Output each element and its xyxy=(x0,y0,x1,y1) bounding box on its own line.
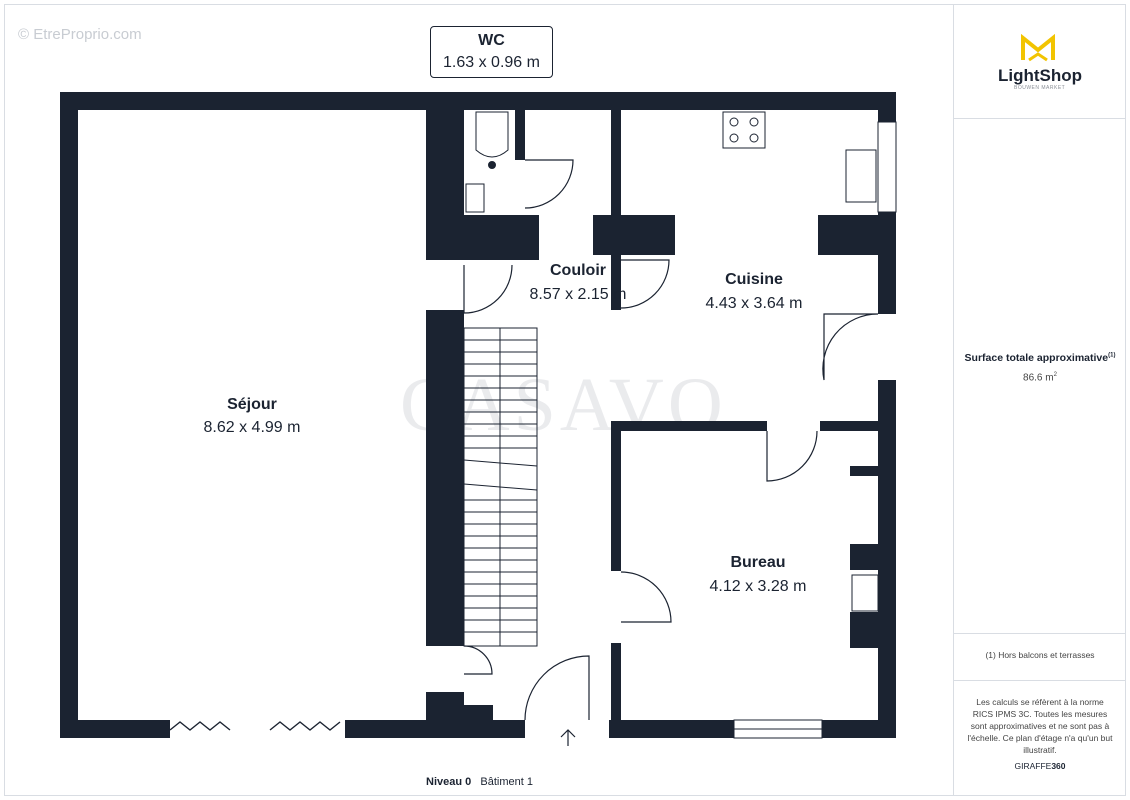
total-area-label: Surface totale approximative(1) xyxy=(958,352,1122,364)
footnote-mark: (1) xyxy=(1108,352,1116,359)
rics-disclaimer: Les calculs se réfèrent à la norme RICS … xyxy=(967,697,1113,755)
folding-doors xyxy=(169,721,341,731)
wc-label-box xyxy=(430,26,553,78)
doors xyxy=(463,159,879,721)
wc-fixtures xyxy=(465,111,509,213)
entrance-arrow xyxy=(560,729,576,746)
brand-suffix: 360 xyxy=(1051,761,1066,771)
sidebar-divider xyxy=(954,118,1126,119)
sidebar-divider xyxy=(954,633,1126,634)
sidebar-divider xyxy=(954,680,1126,681)
info-sidebar xyxy=(953,4,1126,796)
room-name-cuisine: Cuisine xyxy=(725,271,783,288)
giraffe360-brand: GIRAFFE360 xyxy=(958,761,1122,771)
total-area-value: 86.6 m2 xyxy=(958,372,1122,383)
room-dims-wc: 1.63 x 0.96 m xyxy=(443,54,540,71)
total-area-number: 86.6 m xyxy=(1023,372,1054,384)
logo-text: LightShop xyxy=(998,66,1083,85)
level-label: Niveau 0 Bâtiment 1 xyxy=(426,776,533,788)
room-name-bureau: Bureau xyxy=(730,554,786,571)
logo-subtitle: BOUWEN MARKET xyxy=(1014,85,1066,91)
total-area-text: Surface totale approximative xyxy=(964,352,1109,364)
lightshop-logo-icon xyxy=(1021,34,1055,62)
room-dims-sejour: 8.62 x 4.99 m xyxy=(203,419,301,436)
plan-frame xyxy=(4,4,1126,796)
floor-plan xyxy=(60,92,897,746)
walls xyxy=(60,92,896,738)
area-unit-sup: 2 xyxy=(1053,372,1057,378)
staircase xyxy=(463,327,538,647)
level-name: Niveau 0 xyxy=(426,776,472,788)
room-dims-bureau: 4.12 x 3.28 m xyxy=(709,578,807,595)
room-dims-couloir: 8.57 x 2.15 m xyxy=(529,286,627,303)
footnote-balcony: (1) Hors balcons et terrasses xyxy=(985,650,1095,660)
kitchen-fixtures xyxy=(722,111,897,213)
room-name-wc: WC xyxy=(478,32,505,49)
room-name-couloir: Couloir xyxy=(550,262,606,279)
building-name: Bâtiment 1 xyxy=(480,776,534,788)
etreproprio-watermark: © EtreProprio.com xyxy=(18,26,142,43)
room-name-sejour: Séjour xyxy=(227,396,277,413)
brand-prefix: GIRAFFE xyxy=(1014,761,1052,771)
room-dims-cuisine: 4.43 x 3.64 m xyxy=(705,295,803,312)
windows xyxy=(733,574,879,739)
